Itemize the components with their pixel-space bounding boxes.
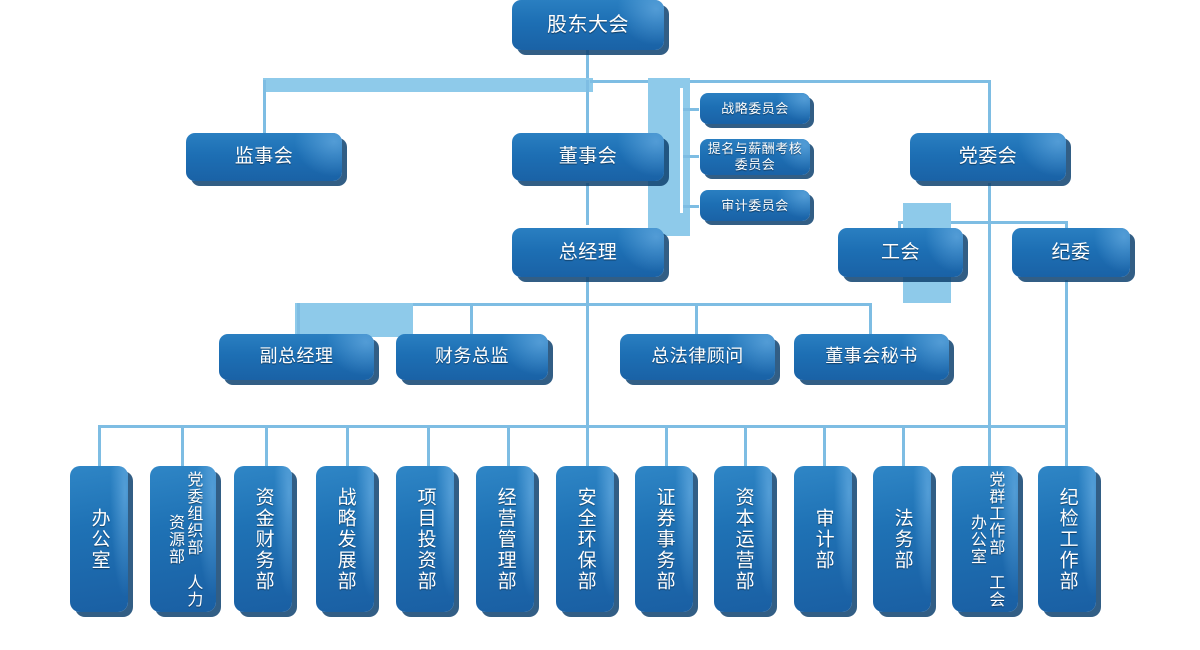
node-label: 股东大会	[547, 13, 629, 36]
node-shareholders-meeting[interactable]: 股东大会	[512, 0, 664, 50]
connector-drop-zongfalv	[695, 303, 698, 335]
connector-executives-bus	[297, 303, 872, 306]
node-label: 党委会	[958, 146, 1018, 168]
node-label: 安全环保部	[574, 486, 596, 592]
node-label: 党委组织部 人力资源部	[166, 470, 202, 608]
connector-drop-dongmishu	[869, 303, 872, 335]
connector-drop-dept-7	[586, 425, 589, 470]
node-label: 党群工作部 工会办公室	[968, 470, 1004, 608]
node-label: 资金财务部	[252, 486, 274, 592]
node-party-committee[interactable]: 党委会	[910, 133, 1066, 181]
connector-executives-band	[295, 303, 413, 337]
connector-gonghui-down	[988, 183, 991, 428]
node-label: 战略发展部	[334, 486, 356, 592]
connector-drop-dept-4	[346, 425, 349, 470]
node-dept-legal-affairs[interactable]: 法务部	[873, 466, 931, 612]
connector-zongjingli-spine	[586, 303, 589, 428]
node-dept-safety-environment[interactable]: 安全环保部	[556, 466, 614, 612]
connector-root-down	[586, 50, 589, 80]
node-label: 工会	[880, 241, 920, 263]
connector-zongjingli-down	[586, 277, 589, 305]
connector-level2-bus-thick	[263, 78, 593, 92]
node-audit-committee[interactable]: 审计委员会	[700, 190, 810, 221]
node-label: 法务部	[891, 507, 913, 571]
node-label: 纪委	[1051, 241, 1091, 263]
connector-dongshihui-to-zongjingli	[586, 183, 589, 225]
node-dept-party-org-hr[interactable]: 党委组织部 人力资源部	[150, 466, 216, 612]
connector-drop-jianshihui	[263, 80, 266, 135]
node-label: 董事会秘书	[825, 346, 918, 367]
node-dept-discipline-inspection[interactable]: 纪检工作部	[1038, 466, 1096, 612]
node-dept-project-investment[interactable]: 项目投资部	[396, 466, 454, 612]
node-dept-party-mass-union-office[interactable]: 党群工作部 工会办公室	[952, 466, 1018, 612]
node-label: 证券事务部	[653, 486, 675, 592]
node-deputy-general-manager[interactable]: 副总经理	[219, 334, 374, 380]
node-label: 项目投资部	[414, 486, 436, 592]
connector-drop-dangweihui	[988, 80, 991, 135]
connector-stub-committee-3	[683, 205, 699, 208]
node-label: 总经理	[558, 241, 618, 263]
node-general-counsel[interactable]: 总法律顾问	[620, 334, 775, 380]
connector-stub-committee-2	[683, 155, 699, 158]
connector-drop-dept-8	[665, 425, 668, 470]
connector-drop-dept-3	[265, 425, 268, 470]
connector-drop-dept-1	[98, 425, 101, 470]
node-label: 财务总监	[435, 346, 509, 367]
node-label: 监事会	[234, 146, 294, 168]
node-dept-audit[interactable]: 审计部	[794, 466, 852, 612]
connector-gonghui-jiwei-bus	[898, 221, 1068, 224]
node-labor-union[interactable]: 工会	[838, 228, 963, 277]
node-dept-capital-operations[interactable]: 资本运营部	[714, 466, 772, 612]
connector-drop-dongshihui	[586, 80, 589, 135]
node-label: 总法律顾问	[651, 346, 744, 367]
connector-drop-dept-5	[427, 425, 430, 470]
node-label: 审计部	[812, 507, 834, 571]
node-board-of-directors[interactable]: 董事会	[512, 133, 664, 181]
connector-drop-caiwuzongjian	[470, 303, 473, 335]
connector-drop-dept-10	[823, 425, 826, 470]
connector-jiwei-down	[1065, 280, 1068, 427]
node-discipline-committee[interactable]: 纪委	[1012, 228, 1130, 277]
node-dept-office[interactable]: 办公室	[70, 466, 128, 612]
connector-departments-bus	[98, 425, 1068, 428]
node-strategy-committee[interactable]: 战略委员会	[700, 93, 810, 124]
node-label: 董事会	[558, 146, 618, 168]
node-label: 纪检工作部	[1056, 486, 1078, 592]
connector-drop-dept-12	[988, 425, 991, 470]
node-cfo[interactable]: 财务总监	[396, 334, 548, 380]
node-board-secretary[interactable]: 董事会秘书	[794, 334, 949, 380]
connector-stub-committee-1	[683, 108, 699, 111]
connector-drop-fuzongjingli	[297, 303, 300, 335]
node-label: 战略委员会	[721, 100, 789, 116]
connector-drop-dept-2	[181, 425, 184, 470]
node-nomination-remuneration-committee[interactable]: 提名与薪酬考核委员会	[700, 139, 810, 175]
connector-level2-bus-right	[590, 80, 990, 83]
node-label: 经营管理部	[494, 486, 516, 592]
connector-drop-dept-13	[1065, 425, 1068, 470]
node-supervisory-board[interactable]: 监事会	[186, 133, 342, 181]
node-dept-funds-finance[interactable]: 资金财务部	[234, 466, 292, 612]
connector-drop-dept-11	[902, 425, 905, 470]
connector-drop-dept-6	[507, 425, 510, 470]
node-label: 办公室	[88, 507, 110, 571]
connector-drop-dept-9	[744, 425, 747, 470]
node-general-manager[interactable]: 总经理	[512, 228, 664, 277]
node-dept-strategic-development[interactable]: 战略发展部	[316, 466, 374, 612]
node-label: 副总经理	[259, 346, 334, 367]
connector-committee-spine	[680, 88, 683, 213]
node-dept-securities-affairs[interactable]: 证券事务部	[635, 466, 693, 612]
node-label: 审计委员会	[721, 197, 789, 213]
node-label: 资本运营部	[732, 486, 754, 592]
node-dept-operations-management[interactable]: 经营管理部	[476, 466, 534, 612]
node-label: 提名与薪酬考核委员会	[707, 141, 803, 172]
